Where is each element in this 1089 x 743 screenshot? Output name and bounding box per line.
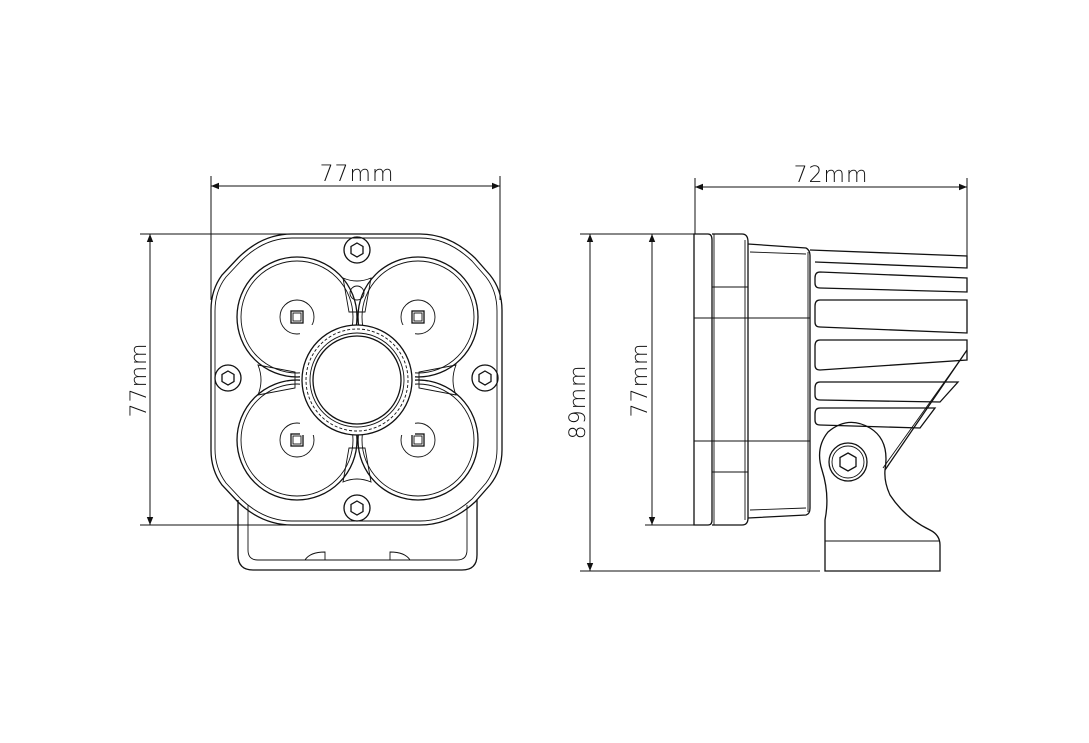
side-body-height-dimension: 77mm bbox=[628, 234, 695, 526]
side-depth-dimension: 72mm bbox=[694, 163, 968, 262]
side-total-height-label: 89mm bbox=[566, 365, 591, 440]
center-lens bbox=[257, 277, 457, 483]
front-width-label: 77mm bbox=[320, 162, 395, 187]
screw-top bbox=[343, 236, 371, 264]
led-lens-bottom-right bbox=[357, 379, 479, 501]
side-total-height-dimension: 89mm bbox=[566, 233, 820, 572]
led-lens-bottom-left bbox=[236, 379, 358, 501]
front-height-dimension: 77mm bbox=[127, 233, 290, 526]
led-lens-top-right bbox=[357, 256, 479, 378]
led-lens-top-left bbox=[236, 256, 358, 378]
mounting-bracket bbox=[818, 421, 941, 572]
screw-right bbox=[471, 364, 499, 392]
screw-bottom bbox=[343, 494, 371, 522]
front-view: 77mm 77mm bbox=[127, 162, 503, 571]
side-body-height-label: 77mm bbox=[628, 343, 653, 418]
heatsink-fins bbox=[809, 249, 968, 471]
front-width-dimension: 77mm bbox=[210, 162, 501, 300]
screw-left bbox=[214, 364, 242, 392]
side-depth-label: 72mm bbox=[794, 163, 869, 188]
front-height-label: 77mm bbox=[127, 343, 152, 418]
side-view: 72mm 89mm 77mm bbox=[566, 163, 968, 572]
